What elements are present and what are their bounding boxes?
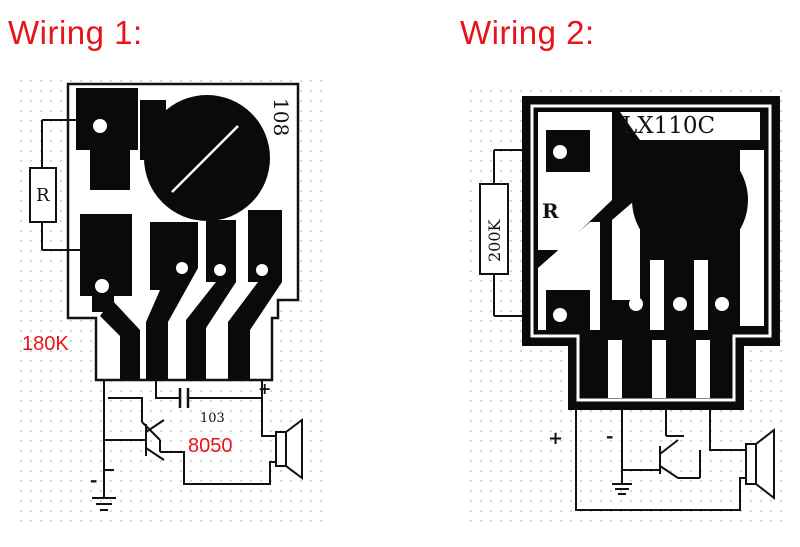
wiring-1-resistor-value: 180K <box>22 333 69 355</box>
wiring-2-hole-bottom-left <box>553 308 567 322</box>
wiring-2-hole-1 <box>629 297 643 311</box>
wiring-2-ground-symbol <box>612 470 632 495</box>
wiring-2-cutout-gap-1 <box>650 260 664 330</box>
wiring-1-title: Wiring 1: <box>8 14 143 51</box>
wiring-2-cutout-right <box>740 150 764 326</box>
wiring-1-trace-3 <box>228 210 282 380</box>
wiring-1-hole-2 <box>214 264 226 276</box>
wiring-1-speaker-body <box>275 431 287 467</box>
wiring-1-speaker-cone <box>285 418 303 480</box>
wiring-2-hole-top-left <box>553 145 567 159</box>
wiring-2-cutout-gap-4 <box>652 340 666 398</box>
wiring-2-transistor-symbol <box>659 439 701 479</box>
wiring-1-hole-top-left <box>93 119 107 133</box>
wiring-1-hole-1 <box>176 262 188 274</box>
wiring-1-plus-sign: + <box>258 379 271 398</box>
wiring-2-cutout-gap-3 <box>608 340 622 398</box>
wiring-1-diagram: 108 R 180K 103 <box>12 78 330 530</box>
wiring-2-speaker-body <box>745 443 757 485</box>
wiring-1-chip-label: 108 <box>269 98 293 136</box>
wiring-1-resistor-label: R <box>36 185 50 206</box>
wiring-1-ground-symbol <box>92 470 116 511</box>
wiring-1-circuit-wires <box>103 380 276 485</box>
wiring-2-cutout-gap-2 <box>694 260 708 330</box>
wiring-2-hole-3 <box>715 297 729 311</box>
wiring-1-transistor-label: 8050 <box>188 435 233 457</box>
wiring-1-transistor-symbol <box>124 419 165 461</box>
wiring-2-pad-top-left <box>546 130 590 172</box>
wiring-1-minus-sign: - <box>90 470 97 491</box>
wiring-1-hole-3 <box>256 264 268 276</box>
wiring-1-trace-1 <box>146 222 198 380</box>
wiring-2-plus-sign: + <box>548 428 563 449</box>
wiring-1-chip-mark <box>171 125 239 193</box>
wiring-1-pad-top-left <box>76 88 138 190</box>
wiring-2-pcb-inner-outline <box>530 104 772 402</box>
wiring-2-title: Wiring 2: <box>460 14 595 51</box>
wiring-2-resistor-r-label: R <box>542 199 559 223</box>
wiring-2-pad-bottom-left <box>546 290 590 330</box>
wiring-1-capacitor-label: 103 <box>200 411 225 426</box>
wiring-1-resistor-body <box>29 167 57 223</box>
wiring-1-trace-left <box>100 300 140 380</box>
wiring-2-diagram: LX110C R 200K <box>466 82 788 528</box>
wiring-1-trace-2 <box>186 220 236 380</box>
wiring-1-pad-mid-left <box>80 214 132 312</box>
wiring-2-resistor-body <box>479 183 509 275</box>
wiring-2-cutout-gap-5 <box>696 340 710 398</box>
wiring-2-speaker-cone <box>755 427 775 501</box>
wiring-1-hole-mid-left <box>95 279 109 293</box>
wiring-2-resistor-value: 200K <box>485 218 504 262</box>
wiring-2-chip-blob <box>632 142 748 258</box>
wiring-2-hole-2 <box>673 297 687 311</box>
wiring-2-chip-label: LX110C <box>622 113 715 139</box>
wiring-2-cutout-top <box>620 112 760 140</box>
wiring-2-cutout-mid <box>612 196 640 300</box>
wiring-2-minus-sign: - <box>606 426 613 447</box>
wiring-1-chip-leg <box>140 100 166 160</box>
